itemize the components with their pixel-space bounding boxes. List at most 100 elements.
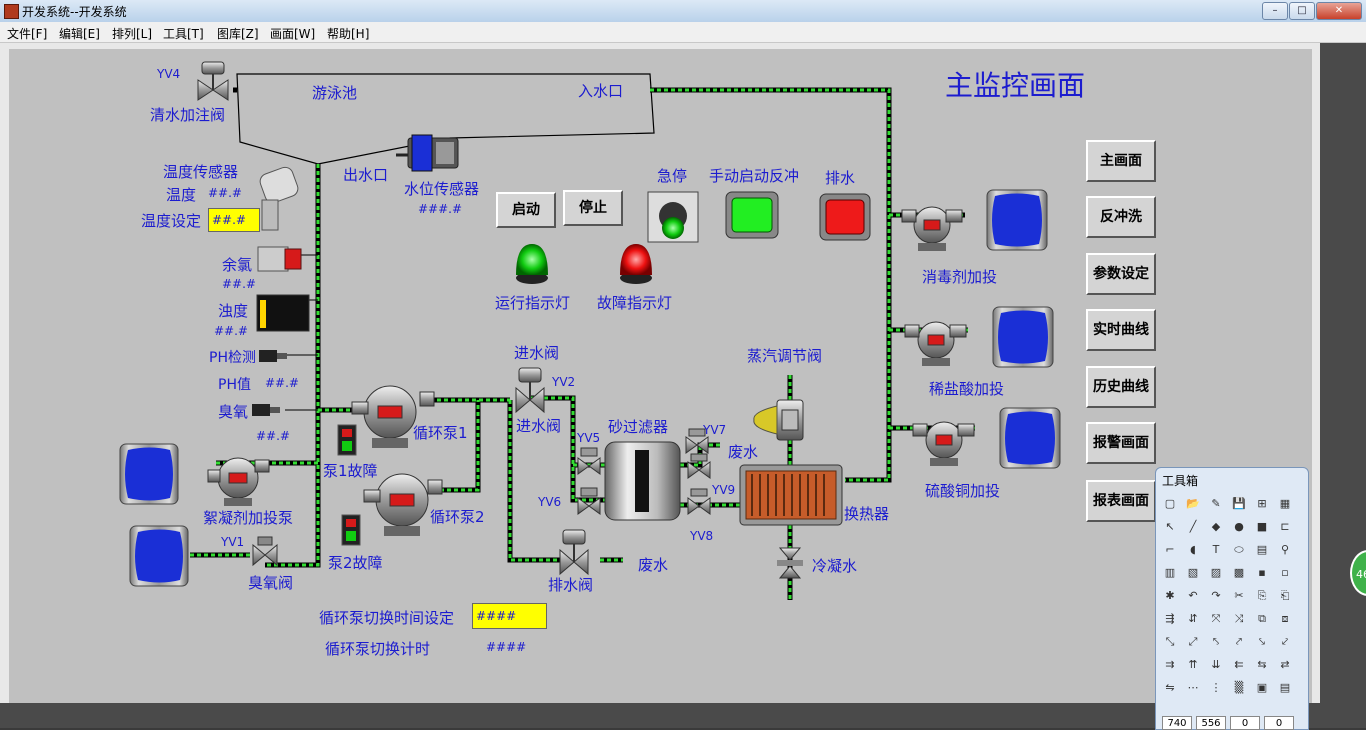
condensate-valve-icon[interactable] [777,547,803,579]
flocculant-pump-icon[interactable] [207,457,270,506]
tool-icon[interactable]: ⇉ [1165,658,1175,671]
tool-icon[interactable]: ▤ [1256,543,1268,556]
tool-icon[interactable]: ⤣ [1212,635,1220,648]
valve-yv5-icon[interactable] [577,447,601,475]
tool-icon[interactable]: ⬭ [1234,543,1244,556]
tool-icon[interactable]: ▥ [1164,566,1176,579]
tool-icon[interactable]: ⇈ [1188,658,1198,671]
valve-yv9-icon[interactable] [687,453,711,479]
circulation-pump-1-icon[interactable] [351,385,435,448]
tool-icon[interactable]: ▨ [1210,566,1222,579]
tool-icon[interactable]: ⊞ [1257,497,1267,510]
tool-icon[interactable]: ⤧ [1211,612,1221,625]
tool-icon[interactable]: ▣ [1256,681,1268,694]
manual-backwash-button[interactable] [725,191,779,239]
nav-realtime-curve[interactable]: 实时曲线 [1086,309,1156,351]
tool-icon[interactable]: ● [1234,520,1244,533]
nav-report-screen[interactable]: 报表画面 [1086,480,1156,522]
maximize-button[interactable]: □ [1289,2,1315,20]
tool-icon[interactable]: ⇋ [1165,681,1175,694]
tool-icon[interactable]: ▫ [1281,566,1289,579]
tool-icon[interactable]: ■ [1256,520,1268,533]
valve-yv6-icon[interactable] [577,487,601,515]
tool-icon[interactable]: ⤢ [1188,635,1198,648]
tool-icon[interactable]: T [1212,543,1220,556]
tool-icon[interactable]: ▦ [1279,497,1291,510]
tool-icon[interactable]: ⌐ [1165,543,1175,556]
circulation-pump-2-icon[interactable] [363,473,443,536]
tool-icon[interactable]: ▢ [1164,497,1176,510]
tool-icon[interactable]: ⋮ [1210,681,1222,694]
tool-icon[interactable]: ⇵ [1188,612,1198,625]
valve-yv3-icon[interactable] [559,529,589,576]
tool-icon[interactable]: ▩ [1233,566,1245,579]
ozone-probe-icon [252,404,280,416]
nav-history-curve[interactable]: 历史曲线 [1086,366,1156,408]
tool-icon[interactable]: 💾 [1232,497,1246,510]
tool-icon[interactable]: ⤨ [1234,612,1244,625]
tool-icon[interactable]: ⇆ [1257,658,1267,671]
steam-valve-icon[interactable] [753,399,804,441]
ozone-label: 臭氧 [218,403,249,421]
tool-icon[interactable]: ✂ [1234,589,1244,602]
valve-yv1-icon[interactable] [252,536,278,567]
tool-icon[interactable]: ⇇ [1234,658,1244,671]
tool-icon[interactable]: ▤ [1279,681,1291,694]
disinfectant-pump-icon[interactable] [901,206,963,251]
tool-icon[interactable]: ↶ [1188,589,1198,602]
tool-icon[interactable]: ⧉ [1258,612,1266,625]
tool-icon[interactable]: ⧈ [1281,612,1289,625]
tool-icon[interactable]: ⇶ [1165,612,1175,625]
waste1-label: 废水 [728,443,759,461]
tool-icon[interactable]: ⤦ [1281,635,1289,648]
switch-time-set-input[interactable]: #### [472,603,547,629]
menu-help[interactable]: 帮助[H] [327,27,370,41]
cuso4-pump-icon[interactable] [912,421,975,466]
tool-icon[interactable]: ↷ [1211,589,1221,602]
stop-button[interactable]: 停止 [563,190,623,226]
app-icon [4,4,19,19]
menu-arrange[interactable]: 排列[L] [112,27,153,41]
tool-icon[interactable]: ⎘ [1257,589,1267,602]
valve-yv2-icon[interactable] [515,367,545,414]
close-button[interactable]: ✕ [1316,2,1362,20]
menu-edit[interactable]: 编辑[E] [59,27,100,41]
tool-icon[interactable]: ◖ [1190,543,1196,556]
minimize-button[interactable]: – [1262,2,1288,20]
drain-button[interactable] [819,193,871,241]
menu-gallery[interactable]: 图库[Z] [217,27,259,41]
tool-icon[interactable]: ▒ [1234,681,1244,694]
emergency-stop-button[interactable] [647,191,699,243]
valve-yv7-icon[interactable] [685,428,709,454]
menu-file[interactable]: 文件[F] [7,27,48,41]
tool-icon[interactable]: ⤡ [1165,635,1175,648]
tool-icon[interactable]: ⎗ [1280,589,1290,602]
nav-parameters[interactable]: 参数设定 [1086,253,1156,295]
level-sensor-icon [396,134,459,172]
nav-main-screen[interactable]: 主画面 [1086,140,1156,182]
tool-icon[interactable]: ⤥ [1258,635,1266,648]
tool-icon[interactable]: ⊏ [1280,520,1290,533]
tool-icon[interactable]: ↖ [1165,520,1175,533]
tool-icon[interactable]: ▪ [1258,566,1266,579]
menu-screen[interactable]: 画面[W] [270,27,316,41]
tool-icon[interactable]: ▧ [1187,566,1199,579]
hcl-pump-icon[interactable] [904,321,967,366]
tool-icon[interactable]: ⇊ [1211,658,1221,671]
temp-set-input[interactable]: ##.# [208,208,260,232]
tool-icon[interactable]: ✱ [1165,589,1175,602]
nav-backwash[interactable]: 反冲洗 [1086,196,1156,238]
start-button[interactable]: 启动 [496,192,556,228]
menu-tools[interactable]: 工具[T] [163,27,204,41]
tool-icon[interactable]: ⋯ [1187,681,1199,694]
tool-icon[interactable]: ⚲ [1280,543,1290,556]
tool-icon[interactable]: ◆ [1211,520,1221,533]
valve-yv8-icon[interactable] [687,488,711,515]
tool-icon[interactable]: ╱ [1189,520,1197,533]
valve-yv4-icon[interactable] [197,61,229,101]
tool-icon[interactable]: ✎ [1211,497,1221,510]
tool-icon[interactable]: ⤤ [1235,635,1243,648]
tool-icon[interactable]: ⇄ [1280,658,1290,671]
tool-icon[interactable]: 📂 [1186,497,1200,510]
nav-alarm-screen[interactable]: 报警画面 [1086,422,1156,464]
